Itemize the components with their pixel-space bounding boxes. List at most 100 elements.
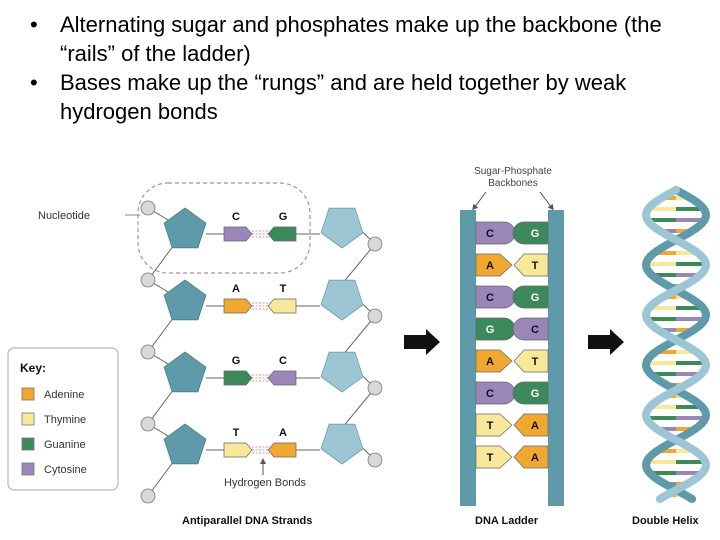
ladder-letter-left-7: T xyxy=(487,452,494,464)
backbone-pointer-left xyxy=(472,191,487,211)
ladder-letter-right-3: C xyxy=(531,324,539,336)
helix-rung xyxy=(676,328,694,332)
helix-rung xyxy=(656,449,676,453)
strand-base-letter-left-0: C xyxy=(232,211,240,223)
helix-rung xyxy=(676,218,705,222)
nucleotide-label: Nucleotide xyxy=(38,210,90,222)
key-label-cytosine: Cytosine xyxy=(44,464,87,476)
ladder-letter-right-2: G xyxy=(531,292,540,304)
left-sugar-3 xyxy=(163,423,207,465)
backbones-label: Backbones xyxy=(488,178,537,189)
key-label-adenine: Adenine xyxy=(44,389,84,401)
ladder-letter-right-4: T xyxy=(532,356,539,368)
key-swatch-guanine xyxy=(21,437,35,451)
backbone-pointer-right xyxy=(539,191,554,211)
helix-rung xyxy=(676,229,693,233)
strand-base-right-1 xyxy=(267,298,297,314)
ladder-base-left-1 xyxy=(475,253,513,277)
ladder-letter-right-6: A xyxy=(531,420,539,432)
helix-rung xyxy=(659,229,676,233)
ladder-letter-left-4: A xyxy=(486,356,494,368)
helix-rung xyxy=(651,273,676,277)
ladder-base-left-2 xyxy=(475,285,516,309)
helix-rung xyxy=(649,471,676,475)
key-swatch-thymine xyxy=(21,412,35,426)
ladder-base-right-2 xyxy=(512,285,549,309)
helix-rung xyxy=(676,350,697,354)
ladder-base-left-3 xyxy=(475,317,516,341)
helix-rung xyxy=(676,251,698,255)
ladder-letter-right-7: A xyxy=(531,452,539,464)
right-arrow-1 xyxy=(404,329,440,355)
ladder-letter-left-2: C xyxy=(486,292,494,304)
strand-base-left-1 xyxy=(223,298,253,314)
key-swatch-cytosine xyxy=(21,462,35,476)
key-frame xyxy=(7,347,119,491)
ladder-letter-right-5: G xyxy=(531,388,540,400)
helix-rung xyxy=(676,372,702,376)
right-phosphate-2 xyxy=(367,380,383,396)
strand-base-letter-right-0: G xyxy=(279,211,288,223)
caption-antiparallel: Antiparallel DNA Strands xyxy=(182,515,312,527)
helix-rung xyxy=(676,306,704,310)
helix-rung xyxy=(676,427,696,431)
strand-base-letter-left-3: T xyxy=(233,427,240,439)
left-sugar-1 xyxy=(163,279,207,321)
bullet-item-backbone: • Alternating sugar and phosphates make … xyxy=(30,10,710,68)
ladder-letter-right-1: T xyxy=(532,260,539,272)
left-phosphate-0 xyxy=(140,200,156,216)
left-phosphate-2 xyxy=(140,344,156,360)
helix-rung xyxy=(646,416,676,420)
ladder-base-right-1 xyxy=(513,253,549,277)
ladder-base-right-6 xyxy=(513,413,549,437)
helix-rung xyxy=(676,449,696,453)
ladder-left-rail xyxy=(460,210,476,506)
helix-rung xyxy=(658,328,676,332)
helix-rung xyxy=(676,416,706,420)
ladder-letter-left-3: G xyxy=(486,324,495,336)
right-phosphate-0 xyxy=(367,236,383,252)
ladder-base-left-7 xyxy=(475,445,513,469)
caption-helix: Double Helix xyxy=(632,515,700,527)
ladder-letter-right-0: G xyxy=(531,228,540,240)
helix-rung xyxy=(655,350,676,354)
strand-base-right-0 xyxy=(267,226,297,242)
ladder-base-left-0 xyxy=(475,221,516,245)
right-sugar-1 xyxy=(320,279,364,321)
helix-rung xyxy=(656,427,676,431)
ladder-letter-left-1: A xyxy=(486,260,494,272)
key-title: Key: xyxy=(20,361,46,375)
strand-base-letter-left-2: G xyxy=(232,355,241,367)
helix-rung xyxy=(647,218,676,222)
helix-rung xyxy=(646,262,676,266)
ladder-letter-left-5: C xyxy=(486,388,494,400)
caption-ladder: DNA Ladder xyxy=(475,515,539,527)
helix-rung xyxy=(676,361,706,365)
helix-rung xyxy=(649,405,676,409)
helix-rung xyxy=(676,405,703,409)
bullet-marker: • xyxy=(30,70,38,95)
helix-rung xyxy=(676,273,701,277)
strand-base-left-3 xyxy=(223,442,253,458)
ladder-letter-left-0: C xyxy=(486,228,494,240)
ladder-base-left-4 xyxy=(475,349,513,373)
right-backbone-line xyxy=(341,211,376,461)
helix-rung xyxy=(676,471,703,475)
helix-rung xyxy=(646,317,676,321)
left-phosphate-3 xyxy=(140,416,156,432)
left-sugar-0 xyxy=(163,207,207,249)
strand-base-letter-right-2: C xyxy=(279,355,287,367)
right-phosphate-3 xyxy=(367,452,383,468)
right-sugar-3 xyxy=(320,423,364,465)
bullet-item-bases: • Bases make up the “rungs” and are held… xyxy=(30,68,710,126)
helix-rung xyxy=(676,262,706,266)
strand-base-right-2 xyxy=(267,370,297,386)
helix-rung xyxy=(676,460,706,464)
helix-rung xyxy=(646,361,676,365)
